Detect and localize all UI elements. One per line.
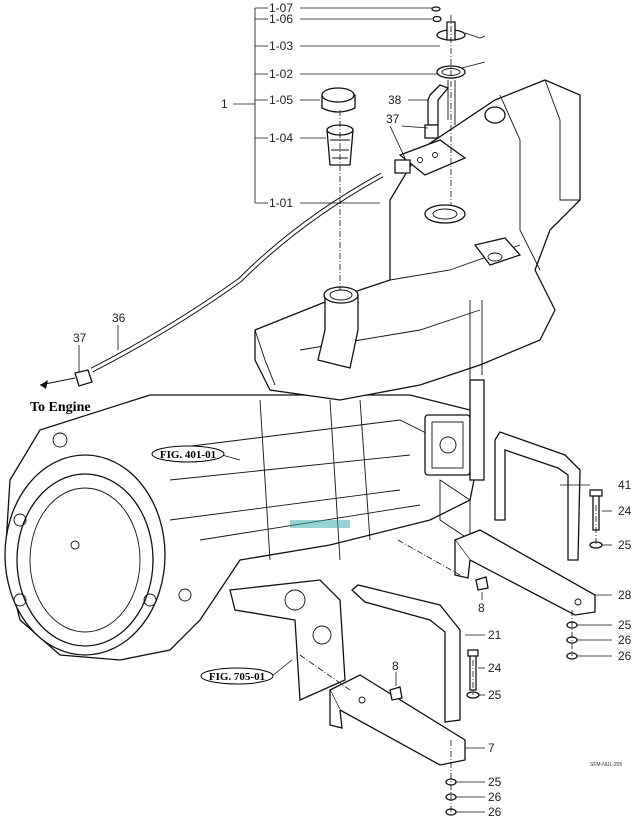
label-25-bottom: 25 bbox=[488, 775, 502, 789]
label-26-upper: 26 bbox=[618, 633, 632, 647]
label-26-lower: 26 bbox=[488, 790, 502, 804]
label-24-upper: 24 bbox=[618, 504, 632, 518]
label-41: 41 bbox=[618, 478, 632, 492]
label-25-upper: 25 bbox=[618, 538, 632, 552]
label-1-01: 1-01 bbox=[269, 196, 293, 210]
part-labels: 1 1-07 1-06 1-03 1-02 1-05 1-04 1-01 38 … bbox=[73, 1, 632, 819]
transmission-housing bbox=[4, 379, 485, 701]
label-1: 1 bbox=[221, 97, 228, 111]
fig-ref-401[interactable]: FIG. 401-01 bbox=[151, 445, 225, 463]
label-21: 21 bbox=[488, 628, 502, 642]
corner-code: SFM-NUL-205 bbox=[590, 762, 622, 768]
leader-lines bbox=[78, 7, 612, 813]
fuel-tank bbox=[254, 79, 581, 401]
fuel-hose bbox=[39, 172, 384, 389]
label-1-05: 1-05 bbox=[269, 93, 293, 107]
label-1-02: 1-02 bbox=[269, 67, 293, 81]
label-26-mid: 26 bbox=[618, 649, 632, 663]
label-1-07: 1-07 bbox=[269, 1, 293, 15]
label-36: 36 bbox=[112, 311, 126, 325]
fig-ref-401-label[interactable]: FIG. 401-01 bbox=[160, 449, 216, 461]
label-26-bottom: 26 bbox=[488, 805, 502, 819]
label-1-06: 1-06 bbox=[269, 12, 293, 26]
label-1-03: 1-03 bbox=[269, 39, 293, 53]
to-engine-note: To Engine bbox=[30, 400, 91, 415]
label-37-upper: 37 bbox=[386, 112, 400, 126]
label-24-lower: 24 bbox=[488, 661, 502, 675]
fig-ref-705[interactable]: FIG. 705-01 bbox=[200, 667, 274, 685]
label-28: 28 bbox=[618, 588, 632, 602]
label-8-lower: 8 bbox=[392, 659, 399, 673]
label-1-04: 1-04 bbox=[269, 131, 293, 145]
label-7: 7 bbox=[488, 741, 495, 755]
label-37-lower: 37 bbox=[73, 331, 87, 345]
label-38: 38 bbox=[388, 93, 402, 107]
label-8-upper: 8 bbox=[478, 601, 485, 615]
assembly-centerlines bbox=[299, 15, 597, 812]
label-25-mid: 25 bbox=[618, 618, 632, 632]
fig-ref-705-label[interactable]: FIG. 705-01 bbox=[209, 671, 265, 683]
label-25-lower: 25 bbox=[488, 688, 502, 702]
